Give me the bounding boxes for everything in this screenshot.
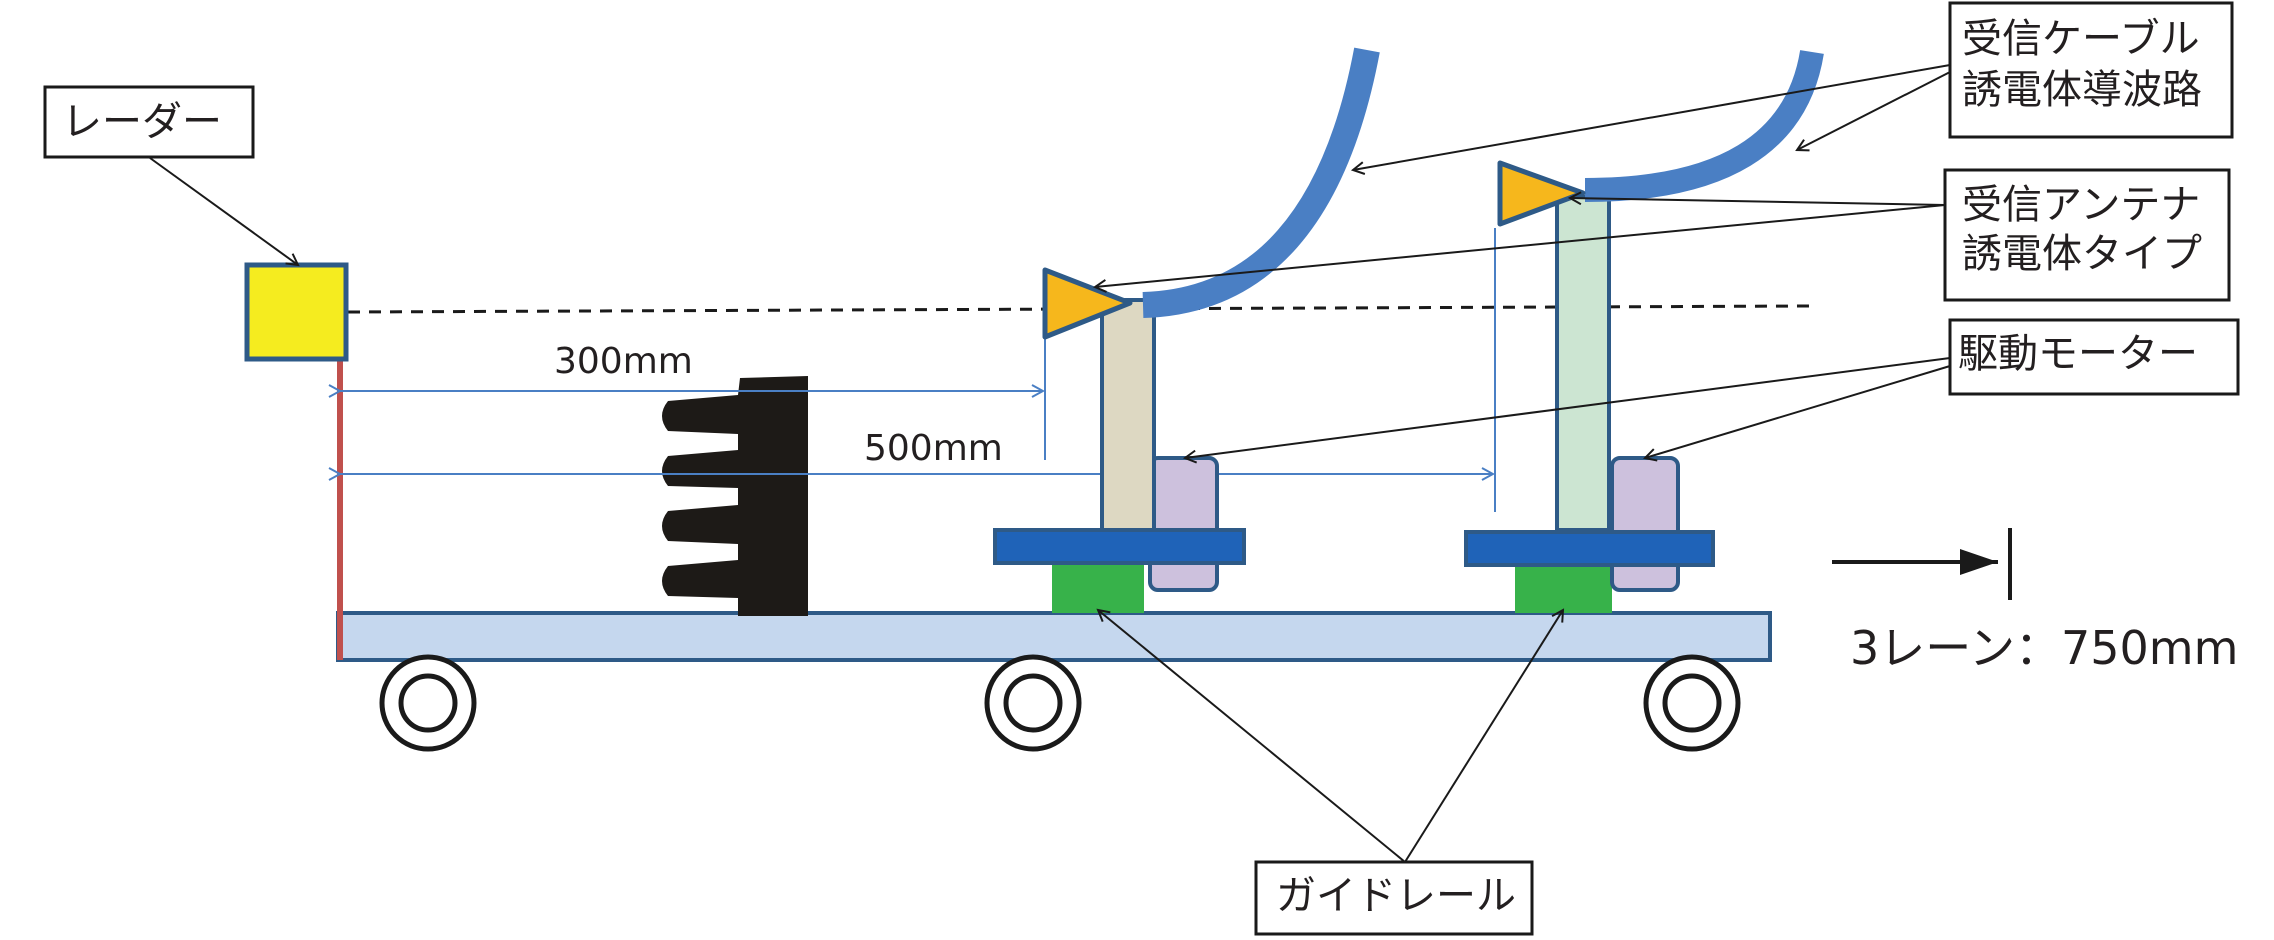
- leader-motor-left: [1185, 357, 1951, 458]
- lane-width-label: 3レーン：750mm: [1850, 621, 2238, 675]
- mast-left: [1100, 298, 1156, 532]
- leader-cable-right: [1797, 71, 1951, 150]
- leader-cable-left: [1353, 64, 1951, 170]
- leader-antenna-left: [1095, 204, 1946, 287]
- callout-radar: レーダー: [43, 85, 255, 159]
- leader-radar: [149, 157, 298, 265]
- leader-motor-right: [1645, 365, 1951, 458]
- antenna-left: [1042, 267, 1133, 340]
- base-plate-left: [993, 528, 1246, 565]
- base-plate-right: [1464, 530, 1715, 567]
- cable-right: [1584, 49, 1824, 202]
- callout-antenna-text-1: 受信アンテナ: [1962, 182, 2200, 228]
- leader-rail-left: [1098, 610, 1406, 863]
- antenna-right: [1497, 160, 1586, 227]
- callout-guide-rail: ガイドレール: [1254, 860, 1534, 936]
- wheel-center: [984, 654, 1082, 752]
- callout-motor-text: 駆動モーター: [1958, 331, 2198, 377]
- callout-antenna: 受信アンテナ 誘電体タイプ: [1943, 168, 2231, 302]
- radar-unit: [244, 262, 349, 362]
- cable-left: [1142, 47, 1380, 318]
- callout-antenna-text-2: 誘電体タイプ: [1962, 231, 2202, 277]
- callout-cable: 受信ケーブル 誘電体導波路: [1948, 1, 2234, 139]
- leader-antenna-right: [1570, 198, 1946, 206]
- callout-cable-text-1: 受信ケーブル: [1962, 16, 2200, 62]
- callout-guide-rail-text: ガイドレール: [1276, 873, 1516, 919]
- wheel-right: [1643, 654, 1741, 752]
- callout-radar-text: レーダー: [62, 99, 222, 145]
- target-absorber: [662, 376, 808, 616]
- callout-motor: 駆動モーター: [1948, 318, 2240, 396]
- antenna-assembly-left: [993, 47, 1380, 613]
- dim-300-label: 300mm: [554, 341, 693, 382]
- carriage-platform: [336, 611, 1772, 662]
- guide-block-left: [1052, 563, 1144, 613]
- guide-block-right: [1515, 563, 1612, 613]
- dim-500-label: 500mm: [864, 428, 1003, 469]
- callout-cable-text-2: 誘電体導波路: [1962, 67, 2202, 113]
- motor-right: [1610, 456, 1680, 592]
- leader-rail-right: [1404, 610, 1563, 863]
- motor-left: [1148, 456, 1219, 592]
- antenna-assembly-right: [1464, 49, 1824, 613]
- mast-right: [1555, 195, 1611, 532]
- wheel-left: [379, 654, 477, 752]
